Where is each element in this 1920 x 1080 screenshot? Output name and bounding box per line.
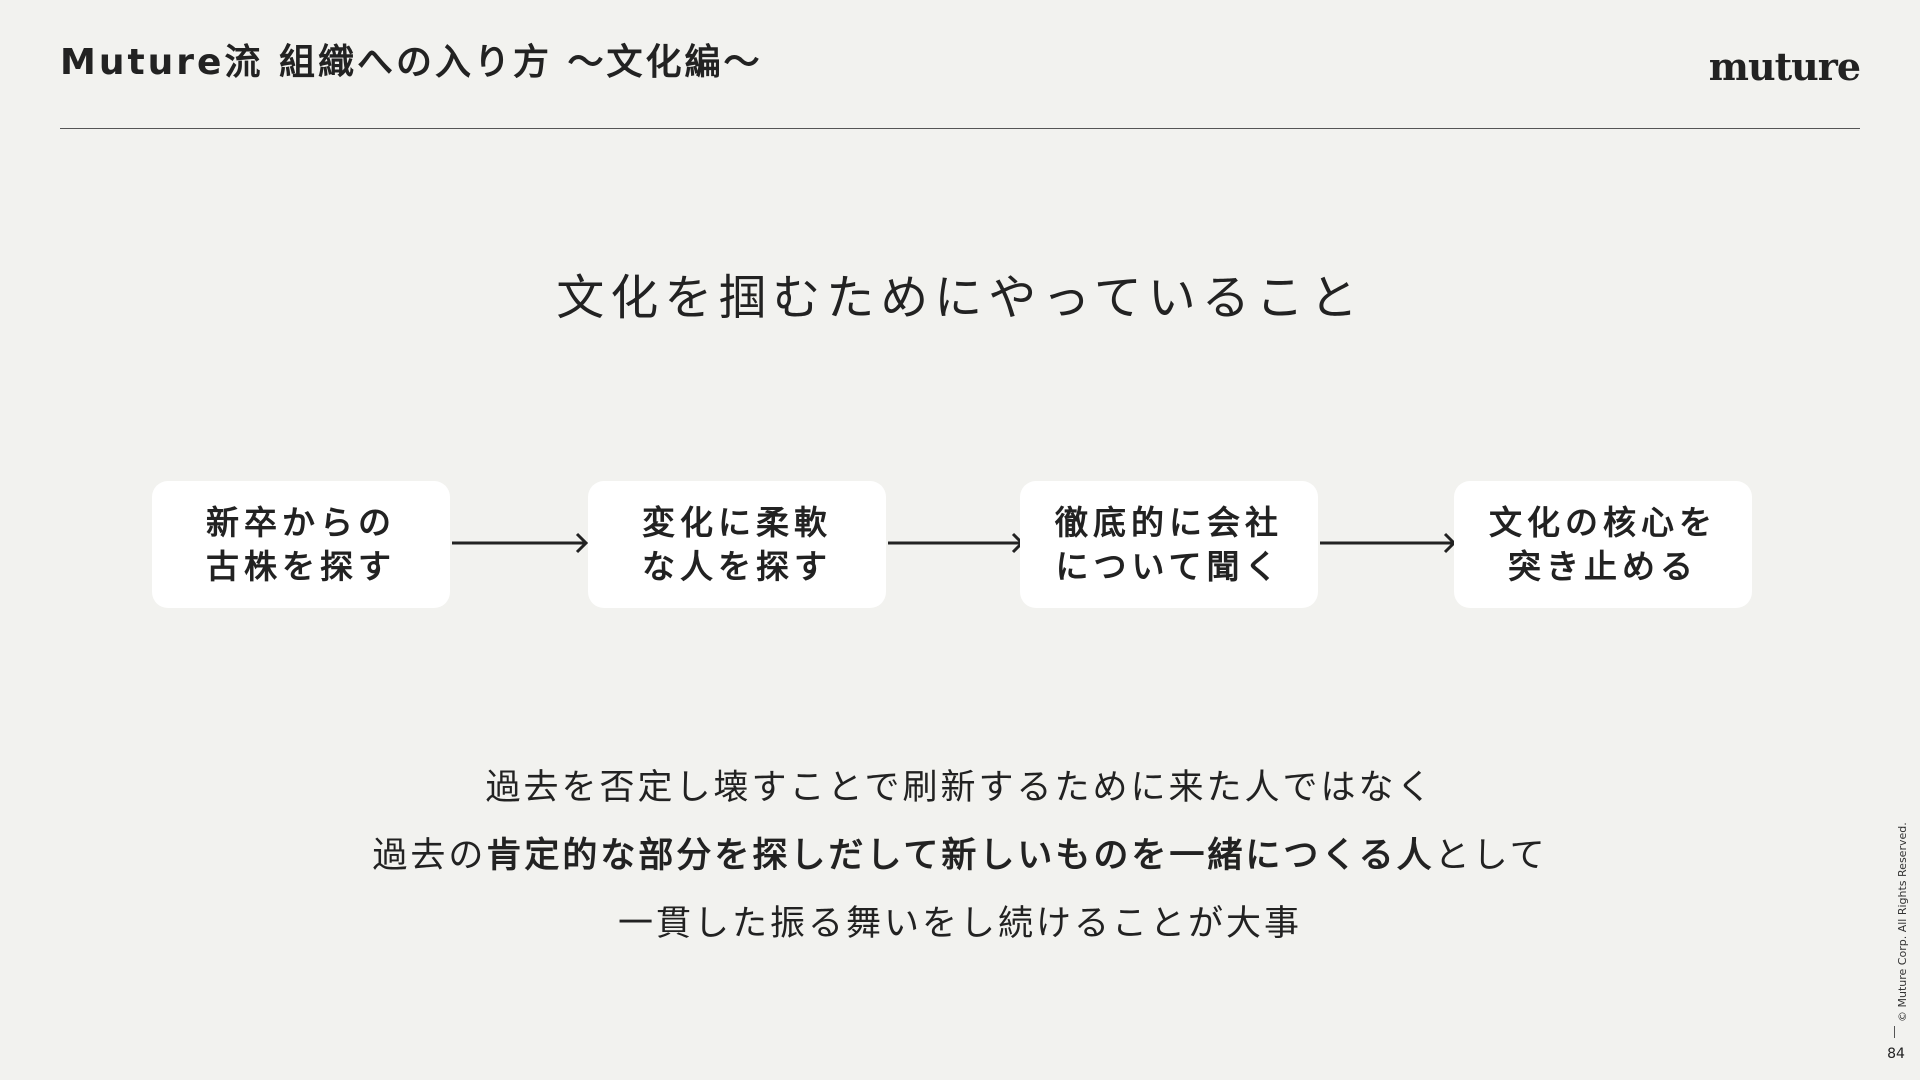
conclusion-line-3: 一貫した振る舞いをし続けることが大事 (617, 904, 1302, 944)
process-flow: 新卒からの 古株を探す 変化に柔軟 な人を探す 徹底的に会社 について聞く 文化… (152, 481, 1752, 608)
step-label-line2: 古株を探す (206, 546, 396, 586)
conclusion-line-1: 過去を否定し壊すことで刷新するために来た人ではなく (485, 768, 1435, 808)
step-label-line2: 突き止める (1508, 546, 1698, 586)
step-label-line1: 文化の核心を (1489, 502, 1717, 542)
header-divider (60, 128, 1860, 129)
step-box-1: 新卒からの 古株を探す (152, 481, 450, 608)
copyright-notice: © Muture Corp. All Rights Reserved. (1896, 822, 1909, 1022)
arrow-right-icon (1318, 528, 1458, 558)
muture-logo: muture (1708, 44, 1861, 89)
step-label-line2: について聞く (1055, 546, 1283, 586)
step-label-line1: 変化に柔軟 (642, 502, 832, 542)
page-title: Muture流 組織への入り方 ～文化編～ (60, 42, 763, 83)
step-label-line2: な人を探す (642, 546, 832, 586)
section-heading: 文化を掴むためにやっていること (556, 270, 1364, 326)
footer-divider (1894, 1026, 1895, 1038)
step-label-line1: 徹底的に会社 (1055, 502, 1283, 542)
conclusion-line-2: 過去の肯定的な部分を探しだして新しいものを一緒につくる人として (0, 822, 1920, 890)
conclusion-line-2-prefix: 過去の (372, 836, 487, 876)
step-box-3: 徹底的に会社 について聞く (1020, 481, 1318, 608)
step-box-4: 文化の核心を 突き止める (1454, 481, 1752, 608)
arrow-right-icon (450, 528, 590, 558)
arrow-right-icon (886, 528, 1026, 558)
page-number: 84 (1887, 1046, 1905, 1062)
conclusion-emphasis: 肯定的な部分を探しだして新しいものを一緒につくる人 (486, 836, 1435, 876)
step-box-2: 変化に柔軟 な人を探す (588, 481, 886, 608)
conclusion-line-2-suffix: として (1434, 836, 1548, 876)
step-label-line1: 新卒からの (206, 502, 396, 542)
conclusion-text: 過去を否定し壊すことで刷新するために来た人ではなく 過去の肯定的な部分を探しだし… (0, 754, 1920, 958)
